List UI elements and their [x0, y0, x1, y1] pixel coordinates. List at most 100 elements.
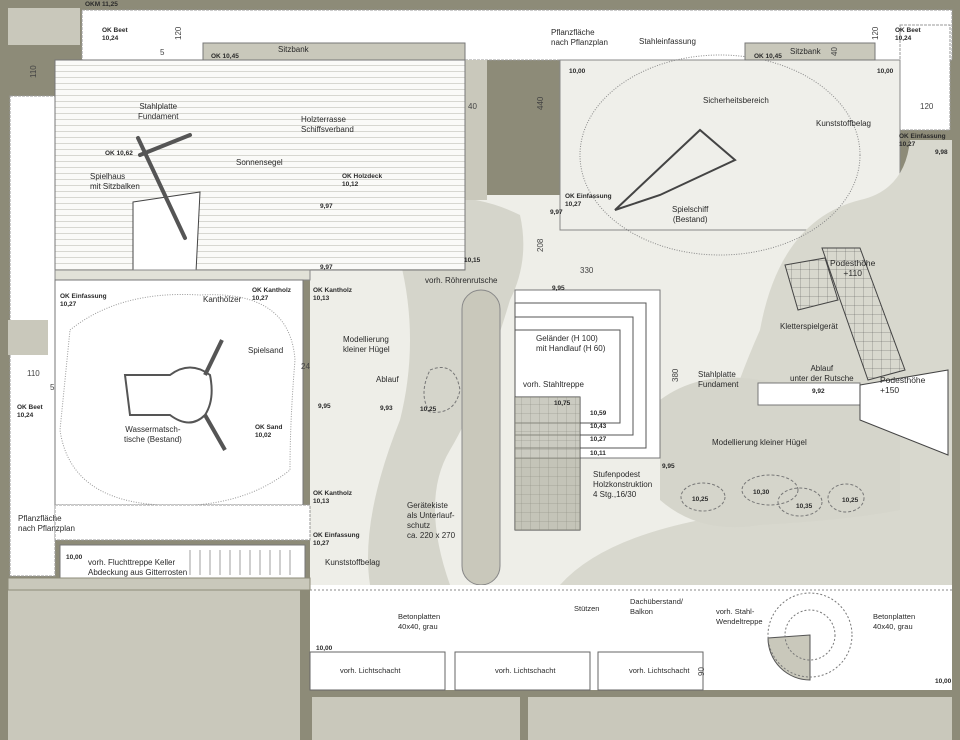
stuetzen-label: Stützen	[574, 604, 600, 613]
dim-440: 440	[536, 96, 545, 110]
ok-einfassung-ship: OK Einfassung 10,27	[565, 193, 612, 208]
elev-1043: 10,43	[590, 423, 607, 430]
hill-elev-2: 10,30	[753, 489, 770, 496]
elev-1000-corner: 10,00	[935, 678, 952, 685]
kletterspielgeraet	[821, 247, 906, 381]
ok-holzdeck: OK Holzdeck 10,12	[342, 173, 383, 188]
podest-110-label: Podesthöhe +110	[830, 258, 876, 278]
building-block-topleft	[8, 8, 80, 45]
elev-997-a: 9,97	[320, 203, 333, 210]
spielhaus-label: Spielhaus mit Sitzbalken	[90, 172, 140, 191]
lichtschacht-1-label: vorh. Lichtschacht	[340, 666, 401, 675]
lichtschacht-2-label: vorh. Lichtschacht	[495, 666, 556, 675]
ok-kantholz-a: OK Kantholz 10,27	[252, 287, 291, 302]
sicherheitsbereich-label: Sicherheitsbereich	[703, 96, 769, 105]
elev-1000-b: 10,00	[877, 68, 894, 75]
elev-998: 9,98	[935, 149, 948, 156]
dim-40-right: 40	[830, 47, 839, 56]
stahlplatte-label: Stahlplatte Fundament	[138, 102, 179, 121]
hill-elev-4: 10,25	[842, 497, 859, 504]
wood-deck	[54, 59, 466, 271]
spielhaus	[132, 191, 201, 273]
dim-5-left: 5	[160, 48, 165, 57]
sitzbank-left	[202, 42, 466, 61]
elev-1059: 10,59	[590, 410, 607, 417]
dim-5: 5	[50, 383, 55, 392]
spielsand-label: Spielsand	[248, 346, 284, 355]
elev-995-a: 9,95	[552, 285, 565, 292]
ok-einfassung-right: OK Einfassung 10,27	[899, 133, 946, 148]
dachueberstand-label: Dachüberstand/ Balkon	[630, 597, 683, 616]
elev-1027: 10,27	[590, 436, 607, 443]
ok-1045-left: OK 10,45	[211, 53, 239, 60]
ok-1062: OK 10,62	[105, 150, 133, 157]
lichtschacht-1	[309, 651, 446, 691]
elev-1000-fluchttreppe: 10,00	[66, 554, 83, 561]
ok-kantholz-c: OK Kantholz 10,13	[313, 490, 352, 505]
planting-strip-right	[899, 24, 951, 131]
dim-330: 330	[580, 266, 594, 275]
elev-1075: 10,75	[554, 400, 571, 407]
lichtschacht-3-label: vorh. Lichtschacht	[629, 666, 690, 675]
fluchttreppe	[59, 544, 306, 579]
elev-997-b: 9,97	[320, 264, 333, 271]
ok-einfassung-middle: OK Einfassung 10,27	[313, 532, 360, 547]
building-right	[312, 697, 952, 740]
dim-110: 110	[27, 369, 40, 378]
ok-1045-right: OK 10,45	[754, 53, 782, 60]
sandbox	[54, 279, 304, 506]
roehrenrutsche-label: vorh. Röhrenrutsche	[425, 276, 498, 285]
dim-40-left: 40	[468, 102, 477, 111]
dim-120-left: 120	[174, 26, 183, 40]
stahltreppe-label: vorh. Stahltreppe	[523, 380, 584, 389]
ok-einfassung-sand: OK Einfassung 10,27	[60, 293, 107, 308]
dim-24: 24	[301, 362, 310, 371]
lichtschacht-3	[597, 651, 704, 691]
hill-mound-right	[660, 377, 900, 528]
dim-120-right: 120	[871, 26, 880, 40]
pflanzflaeche-right: Pflanzfläche nach Pflanzplan	[551, 28, 608, 47]
sonnensegel-label: Sonnensegel	[236, 158, 283, 167]
kanthoelzer-label: Kanthölzer	[203, 295, 242, 304]
holzterrasse-label: Holzterrasse Schiffsverband	[301, 115, 354, 134]
kunststoff-left-label: Kunststoffbelag	[325, 558, 381, 567]
elev-1000-a: 10,00	[569, 68, 586, 75]
fluchttreppe-label: vorh. Fluchttreppe Keller Abdeckung aus …	[88, 558, 188, 577]
ok-beet-right: OK Beet 10,24	[895, 27, 921, 42]
lichtschacht-2	[454, 651, 591, 691]
pflanzflaeche-left: Pflanzfläche nach Pflanzplan	[18, 514, 75, 533]
dim-110-top: 110	[29, 65, 38, 78]
roehrenrutsche	[461, 289, 501, 586]
building-left	[8, 590, 300, 740]
elev-995: 9,95	[318, 403, 331, 410]
elev-1015: 10,15	[464, 257, 481, 264]
dim-120-right-b: 120	[920, 102, 934, 111]
safety-zone-outline	[579, 54, 861, 256]
stahlplatte-right-label: Stahlplatte Fundament	[698, 370, 739, 389]
betonplatten-right-label: Betonplatten 40x40, grau	[873, 612, 916, 631]
kletterspielgeraet-label: Kletterspielgerät	[780, 322, 838, 331]
stahleinfassung-label: Stahleinfassung	[639, 37, 696, 46]
wassermatsch-label: Wassermatsch- tische (Bestand)	[124, 425, 182, 444]
hill-elev-3: 10,35	[796, 503, 813, 510]
dim-380: 380	[671, 368, 680, 382]
elev-995-b: 9,95	[662, 463, 675, 470]
ok-beet-sand: OK Beet 10,24	[17, 404, 43, 419]
geraetekiste-label: Gerätekiste als Unterlauf- schutz ca. 22…	[407, 501, 456, 540]
ablauf-rutsche-label: Ablauf unter der Rutsche	[790, 364, 854, 383]
podest-150-label: Podesthöhe +150	[880, 375, 926, 395]
kunststoff-right-label: Kunststoffbelag	[816, 119, 872, 128]
elev-997-ship: 9,97	[550, 209, 563, 216]
sitzbank-left-label: Sitzbank	[278, 45, 309, 54]
sitzbank-right-label: Sitzbank	[790, 47, 821, 56]
wendeltreppe-label: vorh. Stahl- Wendeltreppe	[716, 607, 763, 626]
ok-beet-left: OK Beet 10,24	[102, 27, 128, 42]
stufenpodest-label: Stufenpodest Holzkonstruktion 4 Stg.,16/…	[593, 470, 653, 499]
elev-993: 9,93	[380, 405, 393, 412]
wassermatsch-tische	[123, 366, 213, 424]
hill-elev-1: 10,25	[692, 496, 709, 503]
spielschiff	[614, 128, 737, 211]
elev-1025: 10,25	[420, 406, 437, 413]
elev-992: 9,92	[812, 388, 825, 395]
